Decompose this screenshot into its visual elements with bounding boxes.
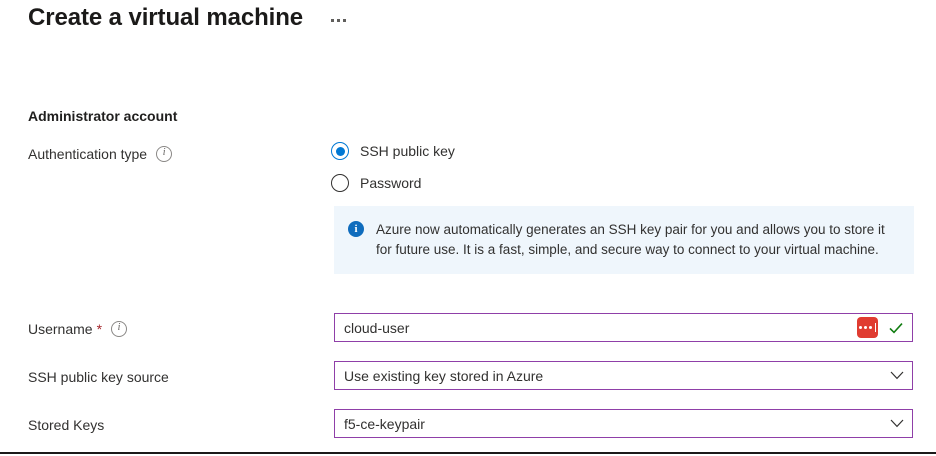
ssh-public-key-source-select[interactable]: Use existing key stored in Azure [334, 361, 913, 390]
info-icon[interactable]: i [156, 146, 173, 162]
label-text: SSH public key source [28, 369, 169, 385]
info-banner-text: Azure now automatically generates an SSH… [376, 222, 885, 257]
stored-keys-select[interactable]: f5-ce-keypair [334, 409, 913, 438]
radio-icon-unselected [331, 174, 349, 192]
info-circle-icon: i [348, 221, 364, 237]
label-authentication-type: Authentication type i [28, 144, 173, 164]
valid-check-icon [884, 313, 908, 342]
radio-label: SSH public key [360, 143, 455, 159]
chevron-down-icon[interactable] [882, 410, 912, 437]
stored-keys-value: f5-ce-keypair [344, 415, 425, 432]
radio-label: Password [360, 175, 422, 191]
radio-group-authentication-type: SSH public key Password [331, 138, 455, 196]
ellipsis-dot [337, 18, 341, 22]
password-manager-icon[interactable] [857, 317, 878, 338]
radio-option-password[interactable]: Password [331, 170, 455, 196]
label-text: Authentication type [28, 146, 148, 162]
page-header: Create a virtual machine [28, 2, 347, 34]
ellipsis-dot [331, 18, 335, 22]
page-title: Create a virtual machine [28, 4, 304, 31]
text-cursor [874, 323, 877, 332]
bottom-divider [0, 452, 936, 454]
info-banner: i Azure now automatically generates an S… [334, 206, 914, 274]
chevron-down-icon[interactable] [882, 362, 912, 389]
ssh-public-key-source-value: Use existing key stored in Azure [344, 367, 544, 384]
dot [863, 326, 867, 329]
username-value: cloud-user [344, 319, 410, 336]
radio-icon-selected [331, 142, 349, 160]
dot [858, 326, 862, 329]
label-text: Username [28, 321, 93, 337]
ellipsis-dot [343, 18, 347, 22]
radio-option-ssh-public-key[interactable]: SSH public key [331, 138, 455, 164]
label-text: Stored Keys [28, 417, 105, 433]
label-stored-keys: Stored Keys [28, 415, 104, 435]
username-input[interactable]: cloud-user [334, 313, 913, 342]
section-heading-administrator-account: Administrator account [28, 108, 178, 124]
more-options-icon[interactable] [331, 15, 347, 22]
dot [868, 326, 872, 329]
required-asterisk: * [96, 321, 103, 337]
info-icon[interactable]: i [111, 321, 128, 337]
label-username: Username * i [28, 319, 128, 339]
label-ssh-public-key-source: SSH public key source [28, 367, 169, 387]
